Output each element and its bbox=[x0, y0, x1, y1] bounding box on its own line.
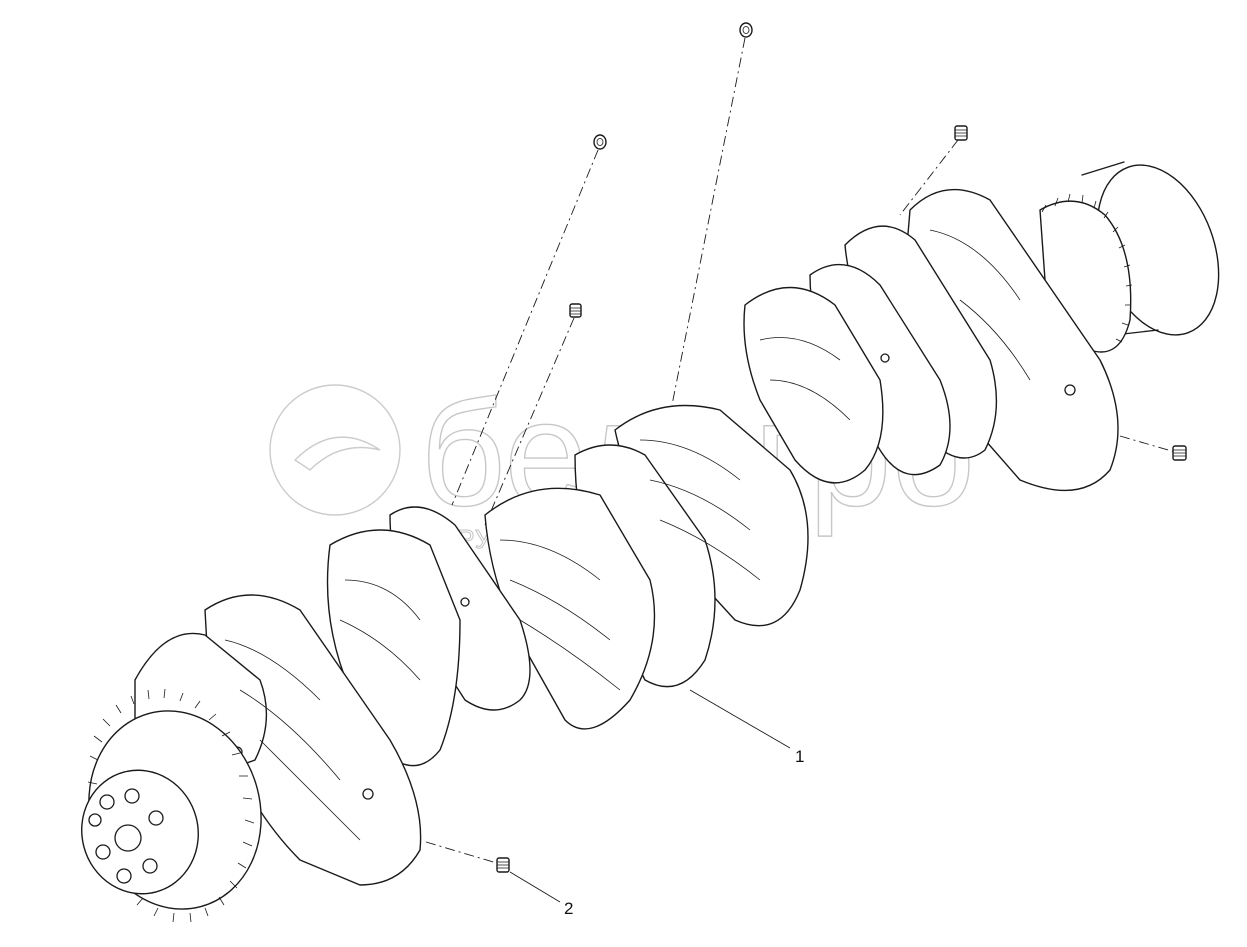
plug-left bbox=[593, 134, 607, 150]
front-bolt-hole-1 bbox=[99, 794, 115, 810]
centerline-plug-left bbox=[451, 149, 599, 506]
front-bolt-hole-2 bbox=[124, 788, 140, 804]
watermark-logo-ring bbox=[269, 384, 401, 516]
centerline-plug-right-end bbox=[1119, 435, 1176, 453]
callout-2: 2 bbox=[564, 899, 573, 918]
callout-1: 1 bbox=[795, 747, 804, 766]
leader-2 bbox=[509, 871, 561, 903]
watermark-logo-swoosh bbox=[293, 436, 381, 471]
rear-gear-teeth bbox=[1041, 193, 1133, 343]
front-bolt-hole-4 bbox=[142, 858, 158, 874]
crank-web-5 bbox=[743, 286, 884, 484]
front-bolt-hole-7 bbox=[88, 813, 102, 827]
front-bolt-hole-3 bbox=[148, 810, 164, 826]
callouts: 1 2 bbox=[509, 689, 804, 918]
centerline-plug-right bbox=[899, 139, 959, 216]
front-nose-center-hole bbox=[114, 824, 142, 852]
front-gear-assembly bbox=[81, 688, 262, 923]
plug-top bbox=[739, 22, 753, 38]
centerline-plug-mid bbox=[484, 317, 575, 526]
front-bolt-hole-5 bbox=[116, 868, 132, 884]
plug-mid bbox=[569, 303, 582, 318]
leader-1 bbox=[689, 689, 791, 749]
crank-detail-lines bbox=[224, 229, 1076, 841]
rear-flange bbox=[1039, 161, 1220, 353]
centerlines bbox=[425, 37, 1176, 865]
centerline-plug-front bbox=[425, 841, 501, 865]
crank-web-1a bbox=[326, 529, 461, 767]
crank-webs bbox=[134, 188, 1119, 886]
centerline-plug-top bbox=[671, 37, 746, 406]
plugs bbox=[496, 22, 1187, 873]
front-bolt-hole-6 bbox=[95, 844, 111, 860]
